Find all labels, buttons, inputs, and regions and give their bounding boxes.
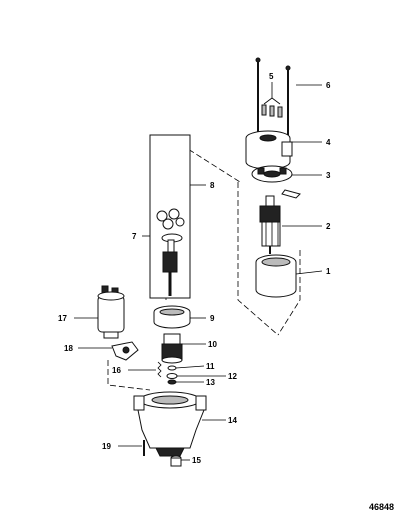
callout-1: 1 [326, 267, 331, 276]
callout-10: 10 [208, 340, 217, 349]
callout-7: 7 [132, 232, 137, 241]
through-bolts [255, 57, 291, 135]
callout-13: 13 [206, 378, 215, 387]
drive-housing [133, 391, 207, 457]
solenoid [97, 285, 125, 339]
callout-8: 8 [210, 181, 215, 190]
callout-12: 12 [228, 372, 237, 381]
callout-11: 11 [206, 362, 215, 371]
callout-4: 4 [326, 138, 331, 147]
leader-lines [74, 82, 323, 461]
ring-gear [153, 305, 191, 329]
alignment-line-right [237, 182, 279, 336]
callout-16: 16 [112, 366, 121, 375]
small-rings [166, 365, 178, 385]
planetary-gear-set [149, 134, 191, 299]
document-number: 46848 [368, 502, 394, 512]
callout-6: 6 [326, 81, 331, 90]
alignment-line-right-2 [277, 250, 301, 336]
callout-14: 14 [228, 416, 237, 425]
field-frame [255, 254, 297, 298]
end-housing [245, 130, 293, 170]
shift-lever [111, 341, 139, 361]
callout-17: 17 [58, 314, 67, 323]
spring [157, 361, 162, 378]
callout-5: 5 [269, 72, 274, 81]
callout-18: 18 [64, 344, 73, 353]
callout-19: 19 [102, 442, 111, 451]
callout-labels: 1 2 3 4 5 6 7 8 9 10 11 12 13 14 15 16 1… [58, 72, 331, 465]
callout-15: 15 [192, 456, 201, 465]
brush-plate [251, 165, 301, 199]
drive-pinion [161, 333, 183, 364]
callout-3: 3 [326, 171, 331, 180]
armature [259, 195, 281, 254]
alignment-line-solenoid [107, 360, 151, 391]
bushing [170, 455, 182, 467]
callout-9: 9 [210, 314, 215, 323]
callout-2: 2 [326, 222, 331, 231]
